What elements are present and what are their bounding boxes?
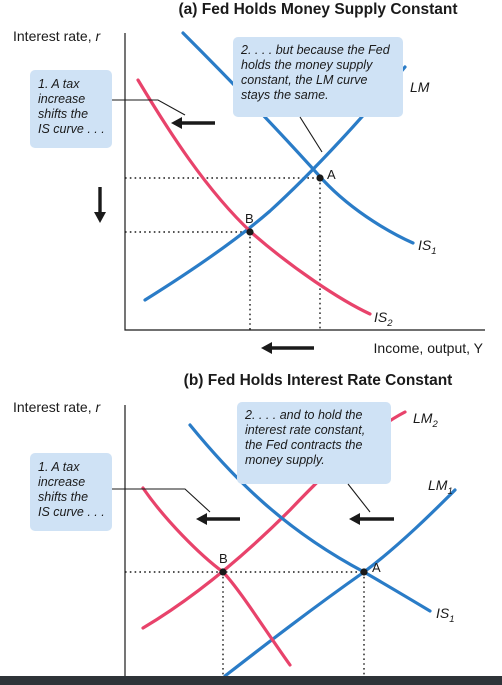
panel-a-title: (a) Fed Holds Money Supply Constant bbox=[178, 1, 457, 18]
panel-a-point-b bbox=[246, 228, 254, 236]
panel-b-is1-curve bbox=[188, 423, 432, 613]
panel-a-is1-label: IS1 bbox=[418, 237, 437, 257]
panel-a-is-shift-arrow bbox=[171, 117, 215, 129]
panel-b-point-a bbox=[360, 568, 368, 576]
panel-a-income-left-arrow bbox=[261, 342, 314, 354]
panel-a-y-axis-label: Interest rate, r bbox=[13, 28, 101, 44]
panel-a-is1-curve bbox=[181, 31, 415, 245]
panel-b: (b) Fed Holds Interest Rate Constant Int… bbox=[13, 372, 457, 678]
panel-b-is1-label: IS1 bbox=[436, 605, 455, 625]
panel-b-point-b-label: B bbox=[219, 551, 228, 566]
panel-a-point-a bbox=[316, 174, 324, 182]
panel-a-lm-label: LM bbox=[410, 79, 430, 95]
panel-b-point-b bbox=[219, 568, 227, 576]
panel-b-lm-shift-arrow bbox=[349, 513, 394, 525]
panel-a-point-a-label: A bbox=[327, 167, 336, 182]
panel-b-title: (b) Fed Holds Interest Rate Constant bbox=[184, 372, 453, 389]
panel-b-lm1-curve bbox=[223, 488, 457, 678]
panel-a-is2-label: IS2 bbox=[374, 309, 393, 329]
panel-b-is-shift-arrow bbox=[196, 513, 240, 525]
panel-b-lm2-label: LM2 bbox=[413, 410, 438, 430]
panel-a-x-axis-label: Income, output, Y bbox=[374, 340, 484, 356]
panel-a-axes bbox=[124, 33, 485, 331]
panel-a-guide-b bbox=[125, 231, 251, 330]
panel-b-lm1-label: LM1 bbox=[428, 477, 453, 497]
panel-a-rate-down-arrow bbox=[94, 187, 106, 223]
panel-a-point-b-label: B bbox=[245, 211, 254, 226]
panel-b-y-axis-label: Interest rate, r bbox=[13, 399, 101, 415]
panel-a: (a) Fed Holds Money Supply Constant Inte… bbox=[13, 1, 485, 356]
panel-b-point-a-label: A bbox=[372, 560, 381, 575]
panel-b-guides bbox=[125, 571, 365, 676]
bottom-bar bbox=[0, 676, 502, 685]
panel-a-guide-a bbox=[125, 177, 321, 330]
